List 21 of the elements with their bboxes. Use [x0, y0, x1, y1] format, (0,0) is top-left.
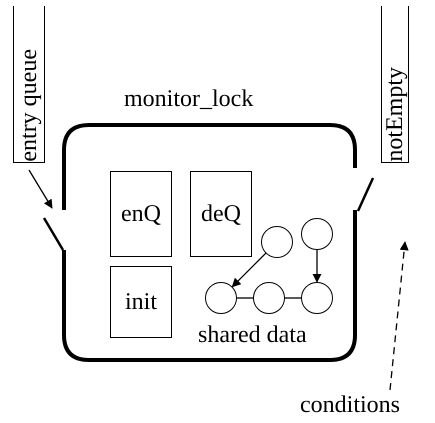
group-label: shared data	[198, 322, 307, 349]
arrow	[232, 252, 266, 288]
procedure-box: enQ	[110, 171, 172, 257]
queue-label: notEmpty	[383, 66, 407, 162]
condition-label: conditions	[300, 392, 432, 420]
arrow	[28, 170, 53, 209]
data-circle	[301, 218, 333, 250]
arrow	[312, 250, 322, 283]
data-circle	[261, 226, 293, 258]
monitor-title: monitor_lock	[124, 86, 254, 113]
procedure-box: deQ	[190, 171, 252, 257]
data-circle	[301, 282, 333, 314]
connector-line	[285, 297, 301, 299]
dashed-arrow	[389, 241, 409, 390]
queue-label: entry queue	[17, 48, 41, 162]
queue-box	[381, 6, 409, 163]
data-circle	[253, 282, 285, 314]
data-circle	[205, 282, 237, 314]
connector-line	[237, 297, 253, 299]
queue-box	[13, 6, 45, 163]
procedure-box: init	[110, 266, 172, 338]
